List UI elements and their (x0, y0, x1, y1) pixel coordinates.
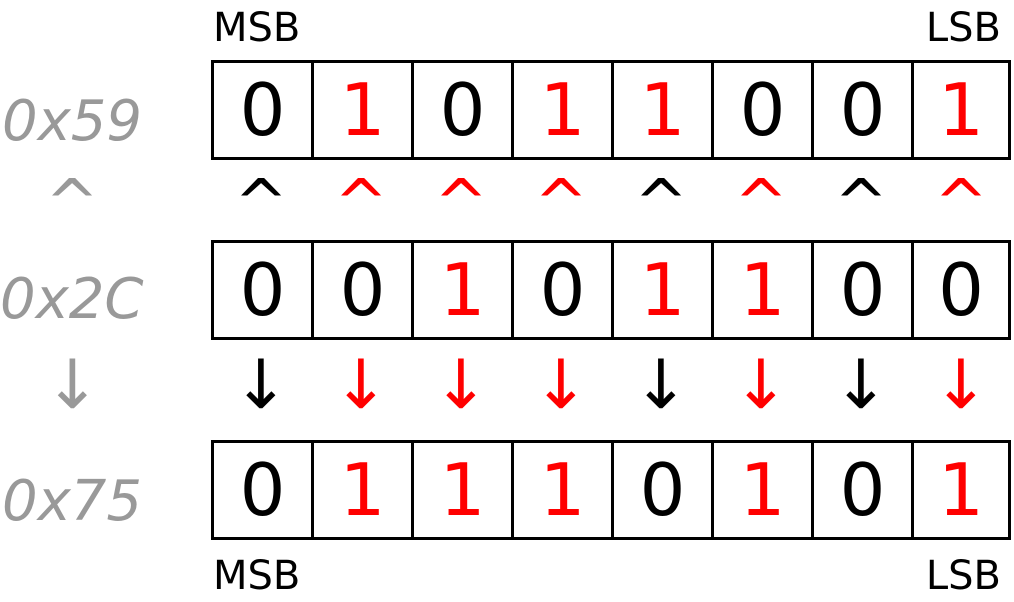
msb-label-top: MSB (213, 5, 301, 51)
down-arrow-icon: ↓ (332, 346, 390, 425)
bit-cell: 0 (811, 243, 911, 337)
down-arrow-icon: ↓ (232, 346, 290, 425)
lsb-label-bottom: LSB (925, 553, 1001, 599)
bit-cell: 0 (411, 63, 511, 157)
xor-caret: ^ (834, 167, 888, 241)
bit-cell: 0 (511, 243, 611, 337)
bit-cell: 0 (211, 443, 311, 537)
bit-cell: 1 (511, 443, 611, 537)
bit-cell: 0 (311, 243, 411, 337)
bit-cell: 1 (411, 243, 511, 337)
bit-cell: 1 (311, 63, 411, 157)
xor-caret: ^ (434, 167, 488, 241)
bit-cell: 0 (711, 63, 811, 157)
down-arrow-icon: ↓ (932, 346, 990, 425)
bit-cell: 0 (211, 243, 311, 337)
hex-label-operand-b: 0x2C (0, 267, 144, 332)
bit-cell: 0 (611, 443, 711, 537)
down-arrow-icon: ↓ (532, 346, 590, 425)
xor-caret: ^ (534, 167, 588, 241)
xor-caret: ^ (634, 167, 688, 241)
hex-label-result: 0x75 (2, 469, 143, 534)
bit-cell: 1 (411, 443, 511, 537)
bit-cell: 0 (811, 443, 911, 537)
down-arrow-icon: ↓ (432, 346, 490, 425)
bit-cell: 1 (711, 243, 811, 337)
xor-operator-row: ^^^^^^^^ (211, 172, 1011, 236)
xor-caret: ^ (334, 167, 388, 241)
result-arrow-label: ↓ (44, 346, 101, 425)
msb-label-bottom: MSB (213, 553, 301, 599)
result-arrow-row: ↓↓↓↓↓↓↓↓ (211, 352, 1011, 420)
bit-cell: 1 (711, 443, 811, 537)
xor-caret: ^ (734, 167, 788, 241)
bit-cell: 1 (611, 243, 711, 337)
bit-cell: 1 (911, 63, 1011, 157)
lsb-label-top: LSB (925, 5, 1001, 51)
down-arrow-icon: ↓ (732, 346, 790, 425)
hex-label-operand-a: 0x59 (2, 89, 143, 154)
xor-caret: ^ (234, 167, 288, 241)
xor-operator-label: ^ (45, 167, 99, 241)
down-arrow-icon: ↓ (632, 346, 690, 425)
bit-cell: 1 (511, 63, 611, 157)
bit-cell: 1 (611, 63, 711, 157)
bit-cell: 1 (911, 443, 1011, 537)
bit-cell: 0 (211, 63, 311, 157)
xor-caret: ^ (934, 167, 988, 241)
bit-cell: 1 (311, 443, 411, 537)
down-arrow-icon: ↓ (832, 346, 890, 425)
bit-cell: 0 (911, 243, 1011, 337)
bit-cell: 0 (811, 63, 911, 157)
